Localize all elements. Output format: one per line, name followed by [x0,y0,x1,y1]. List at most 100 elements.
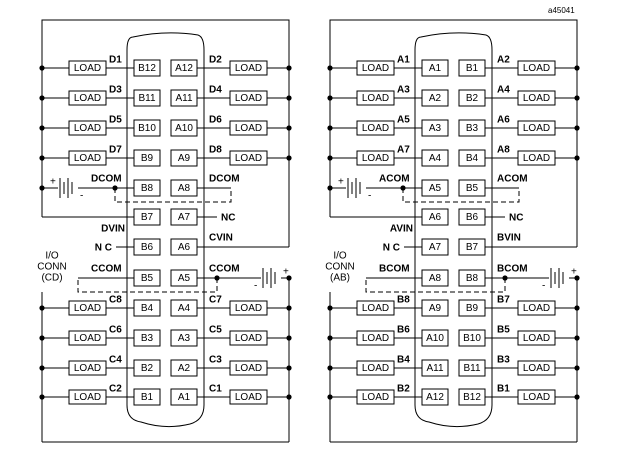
pin-box [133,59,161,77]
load-box [68,389,107,405]
load-box [517,360,556,376]
load-label: LOAD [74,63,101,74]
signal-label: AVIN [390,224,413,235]
pin-box [133,329,161,347]
load-label: LOAD [523,153,550,164]
load-box [229,90,268,106]
load-box [356,150,395,166]
load-label: LOAD [235,63,262,74]
battery-plus-sign: + [50,177,56,188]
pin-box [458,299,486,317]
signal-label: D2 [209,55,222,66]
junction-dot [574,365,580,371]
pin-box [170,359,198,377]
signal-label: A1 [397,55,410,66]
signal-label: CCOM [209,264,240,275]
signal-label: B4 [397,355,410,366]
load-label: LOAD [523,63,550,74]
load-label: LOAD [523,93,550,104]
pin-label: A2 [429,93,442,104]
pin-label: A6 [178,242,191,253]
common-link-dashed [114,188,232,203]
signal-label: C5 [209,325,222,336]
junction-dot [286,95,292,101]
signal-label: D1 [109,55,122,66]
junction-dot [286,65,292,71]
load-box [517,150,556,166]
pin-label: B3 [466,123,479,134]
load-label: LOAD [362,392,389,403]
frame-top [329,19,578,68]
load-label: LOAD [523,123,550,134]
junction-dot [327,335,333,341]
load-box [229,150,268,166]
pin-label: B1 [466,63,479,74]
pin-box [170,119,198,137]
signal-label: A3 [397,85,410,96]
signal-label: CVIN [209,233,233,244]
junction-dot [39,394,45,400]
pin-label: B9 [141,153,154,164]
load-box [68,300,107,316]
junction-dot [39,95,45,101]
pin-box [133,388,161,406]
load-box [517,90,556,106]
pin-box [421,59,449,77]
load-label: LOAD [362,93,389,104]
battery-plus-sign: + [571,267,577,278]
pin-box [170,299,198,317]
load-label: LOAD [523,363,550,374]
load-box [68,360,107,376]
pin-box [458,59,486,77]
load-box [356,90,395,106]
pin-box [421,89,449,107]
signal-label: A7 [397,145,410,156]
pin-box [421,299,449,317]
connector-shell [126,32,205,428]
load-label: LOAD [523,392,550,403]
pin-box [170,388,198,406]
pin-box [133,299,161,317]
load-box [229,60,268,76]
pin-label: A2 [178,363,191,374]
pin-label: A4 [429,153,442,164]
load-box [68,330,107,346]
signal-label: D6 [209,115,222,126]
signal-label: DCOM [209,174,240,185]
load-box [229,300,268,316]
pin-label: B6 [466,212,479,223]
load-box [229,360,268,376]
load-box [517,300,556,316]
pin-box [421,359,449,377]
junction-dot [574,275,580,281]
load-box [68,120,107,136]
pin-label: A11 [426,363,443,374]
pin-label: A5 [429,183,442,194]
junction-dot [39,365,45,371]
battery-minus-sign: - [254,281,257,292]
junction-dot [327,394,333,400]
pin-label: A1 [429,63,442,74]
signal-label: D5 [109,115,122,126]
pin-label: A7 [429,242,442,253]
junction-dot [574,95,580,101]
signal-label: A2 [497,55,510,66]
signal-label: BCOM [497,264,528,275]
pin-label: B7 [466,242,479,253]
load-label: LOAD [74,93,101,104]
pin-box [421,149,449,167]
signal-label: B5 [497,325,510,336]
junction-dot [327,95,333,101]
signal-label: A4 [497,85,510,96]
pin-box [170,89,198,107]
junction-dot [574,65,580,71]
load-box [517,389,556,405]
pin-box [133,119,161,137]
common-link-dashed [402,188,520,203]
load-label: LOAD [362,123,389,134]
pin-label: A12 [175,63,193,74]
